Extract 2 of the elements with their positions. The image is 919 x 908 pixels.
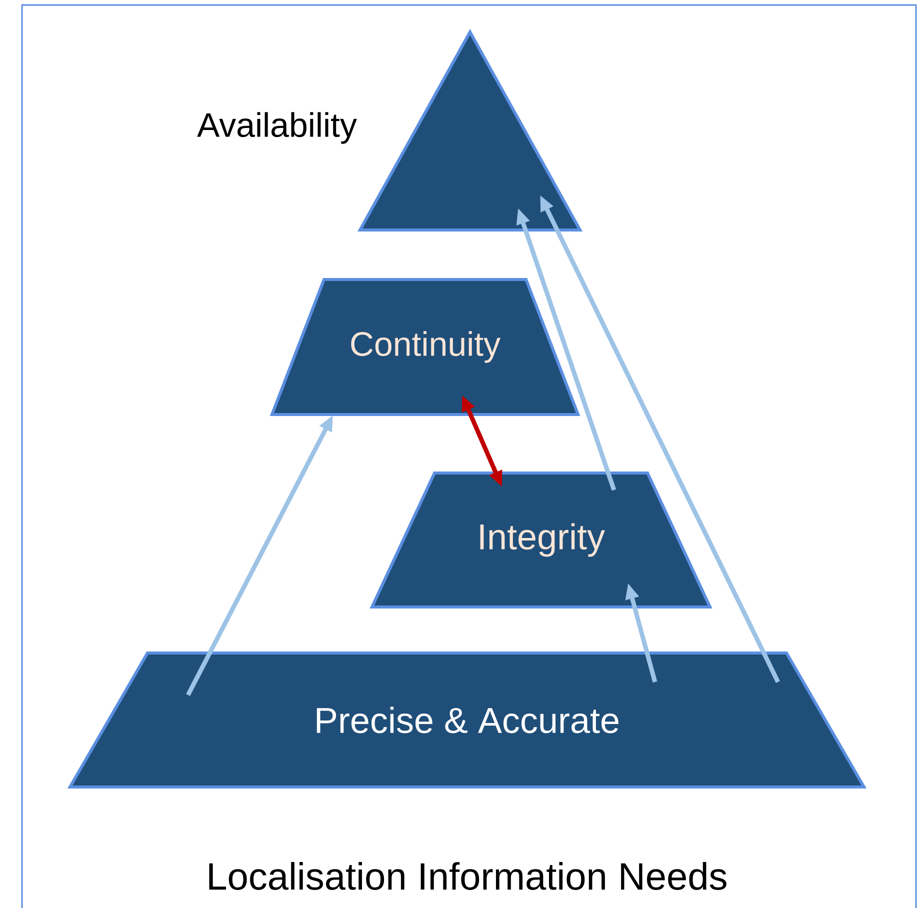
caption: Localisation Information Needs <box>209 862 726 890</box>
node-label: Availability <box>197 112 357 144</box>
